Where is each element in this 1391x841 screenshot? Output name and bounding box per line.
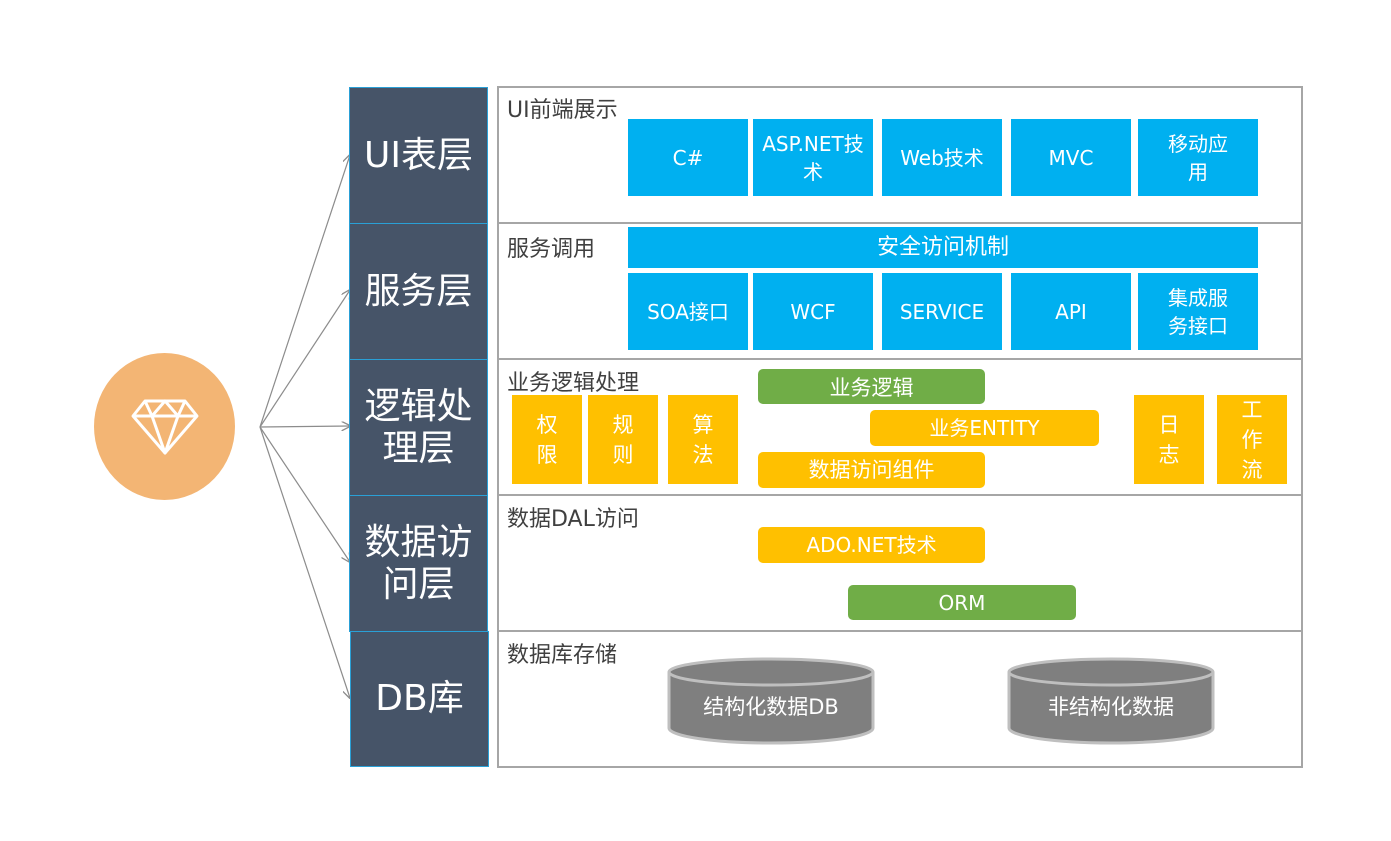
- panel-title-dal: 数据DAL访问: [507, 507, 639, 532]
- dal-orm: ORM: [848, 585, 1076, 620]
- panel-title-service: 服务调用: [507, 237, 596, 262]
- service-box-wcf: WCF: [753, 273, 873, 350]
- db-structured-cylinder: 结构化数据DB: [666, 656, 876, 746]
- ui-box-aspnet: ASP.NET技 术: [753, 119, 873, 196]
- connector-ui-layer: [259, 155, 350, 428]
- service-box-service: SERVICE: [882, 273, 1002, 350]
- service-box-api: API: [1011, 273, 1131, 350]
- service-banner-security: 安全访问机制: [628, 227, 1258, 268]
- service-box-soa: SOA接口: [628, 273, 748, 350]
- diamond-icon: [131, 399, 199, 455]
- db-unstructured-label: 非结构化数据: [1048, 695, 1174, 719]
- ui-box-web: Web技术: [882, 119, 1002, 196]
- logic-box-log: 日 志: [1134, 395, 1204, 484]
- panel-title-db: 数据库存储: [507, 643, 618, 668]
- layer-label-ui: UI表层: [349, 87, 488, 224]
- db-structured-label: 结构化数据DB: [703, 695, 839, 719]
- panel-title-ui: UI前端展示: [507, 98, 618, 123]
- service-box-integration: 集成服 务接口: [1138, 273, 1258, 350]
- connector-logic-layer: [259, 426, 350, 427]
- logic-business-logic: 业务逻辑: [758, 369, 985, 404]
- connector-db-layer: [259, 426, 350, 698]
- layer-label-logic: 逻辑处 理层: [349, 359, 488, 496]
- layer-label-db: DB库: [350, 631, 489, 767]
- db-unstructured-cylinder: 非结构化数据: [1006, 656, 1216, 746]
- logic-box-algorithm: 算 法: [668, 395, 738, 484]
- logic-data-access-component: 数据访问组件: [758, 452, 985, 488]
- hub-circle: [94, 353, 235, 500]
- connector-service-layer: [259, 290, 350, 428]
- connector-dal-layer: [259, 426, 350, 562]
- logic-box-rules: 规 则: [588, 395, 658, 484]
- layer-label-dal: 数据访 问层: [349, 495, 488, 632]
- logic-box-permission: 权 限: [512, 395, 582, 484]
- ui-box-csharp: C#: [628, 119, 748, 196]
- ui-box-mvc: MVC: [1011, 119, 1131, 196]
- dal-adonet: ADO.NET技术: [758, 527, 985, 563]
- panel-title-logic: 业务逻辑处理: [507, 371, 640, 396]
- logic-box-workflow: 工 作 流: [1217, 395, 1287, 484]
- layer-label-service: 服务层: [349, 223, 488, 360]
- logic-business-entity: 业务ENTITY: [870, 410, 1099, 446]
- ui-box-mobile: 移动应 用: [1138, 119, 1258, 196]
